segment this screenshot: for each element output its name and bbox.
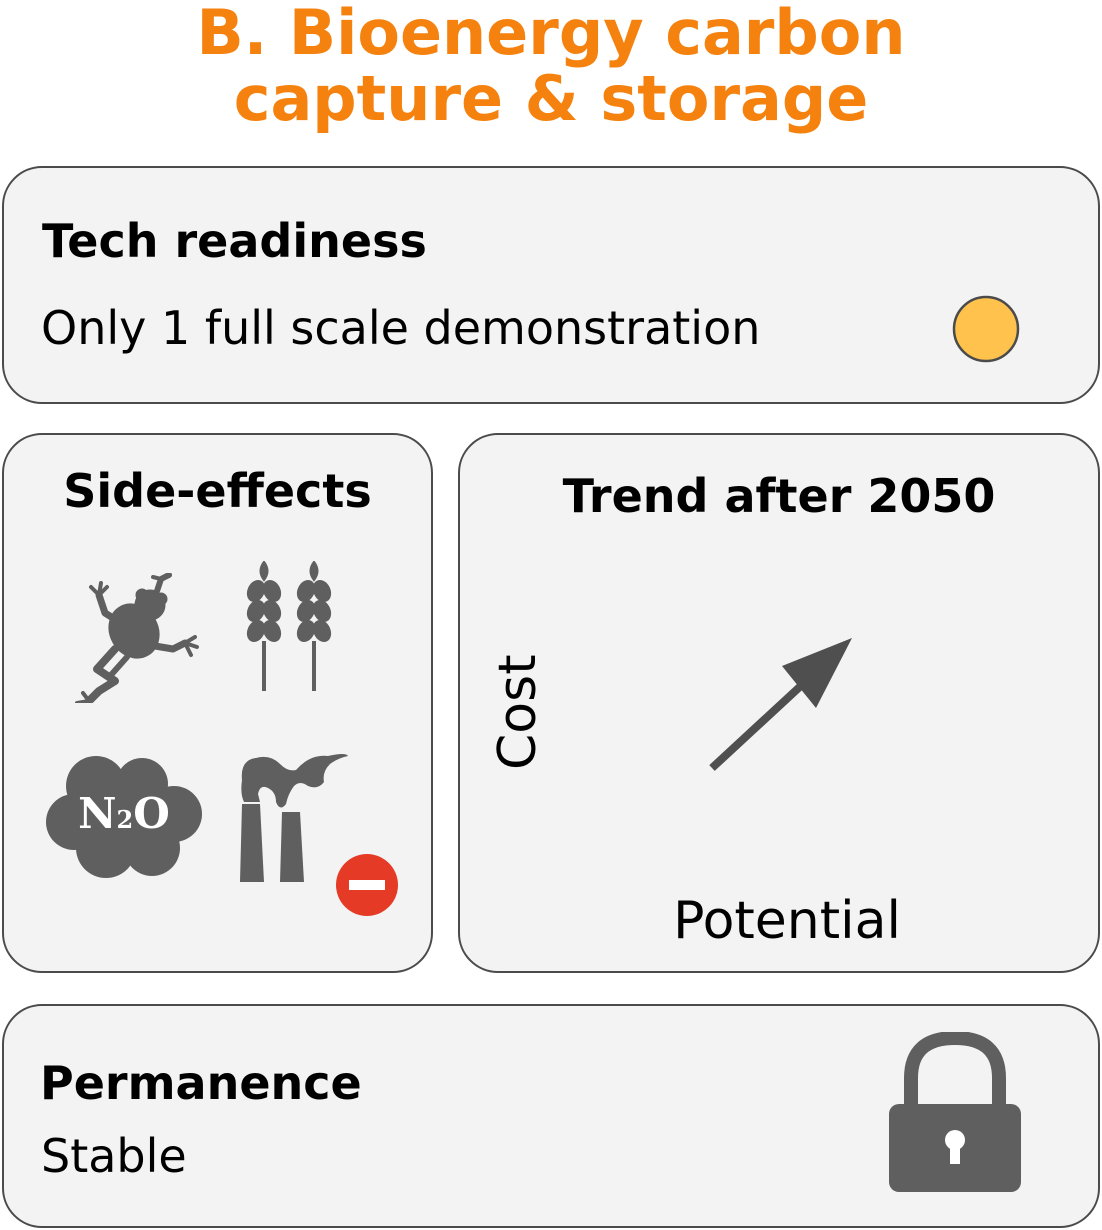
cloud-shape-icon xyxy=(46,756,202,878)
n2o-o: O xyxy=(133,789,170,838)
readiness-indicator-icon xyxy=(952,295,1020,363)
tech-readiness-panel: Tech readiness Only 1 full scale demonst… xyxy=(2,166,1100,404)
trend-heading: Trend after 2050 xyxy=(562,469,996,523)
permanence-text: Stable xyxy=(41,1129,187,1183)
title-line-2: capture & storage xyxy=(233,62,869,135)
trend-arrow-icon xyxy=(709,638,852,771)
tech-readiness-text: Only 1 full scale demonstration xyxy=(41,301,761,355)
minus-badge-icon xyxy=(336,854,398,916)
trend-y-label: Cost xyxy=(488,654,548,770)
title-line-1: B. Bioenergy carbon xyxy=(196,0,906,69)
trend-panel: Trend after 2050 Cost Potential xyxy=(458,433,1100,973)
page-title: B. Bioenergy carbon capture & storage xyxy=(0,0,1102,132)
factory-icon xyxy=(240,754,348,882)
permanence-heading: Permanence xyxy=(40,1056,362,1110)
permanence-panel: Permanence Stable xyxy=(2,1004,1100,1228)
n2o-label: N2O xyxy=(44,790,204,844)
tech-readiness-heading: Tech readiness xyxy=(42,214,427,268)
n2o-cloud-icon: N2O xyxy=(44,750,204,880)
wheat-icon xyxy=(246,561,332,691)
trend-x-label: Potential xyxy=(673,891,901,951)
lock-icon xyxy=(889,1032,1021,1192)
n2o-n: N xyxy=(78,789,117,838)
n2o-sub: 2 xyxy=(116,805,134,834)
side-effects-heading: Side-effects xyxy=(63,464,372,518)
side-effects-panel: Side-effects xyxy=(2,433,433,973)
frog-icon xyxy=(75,573,199,703)
